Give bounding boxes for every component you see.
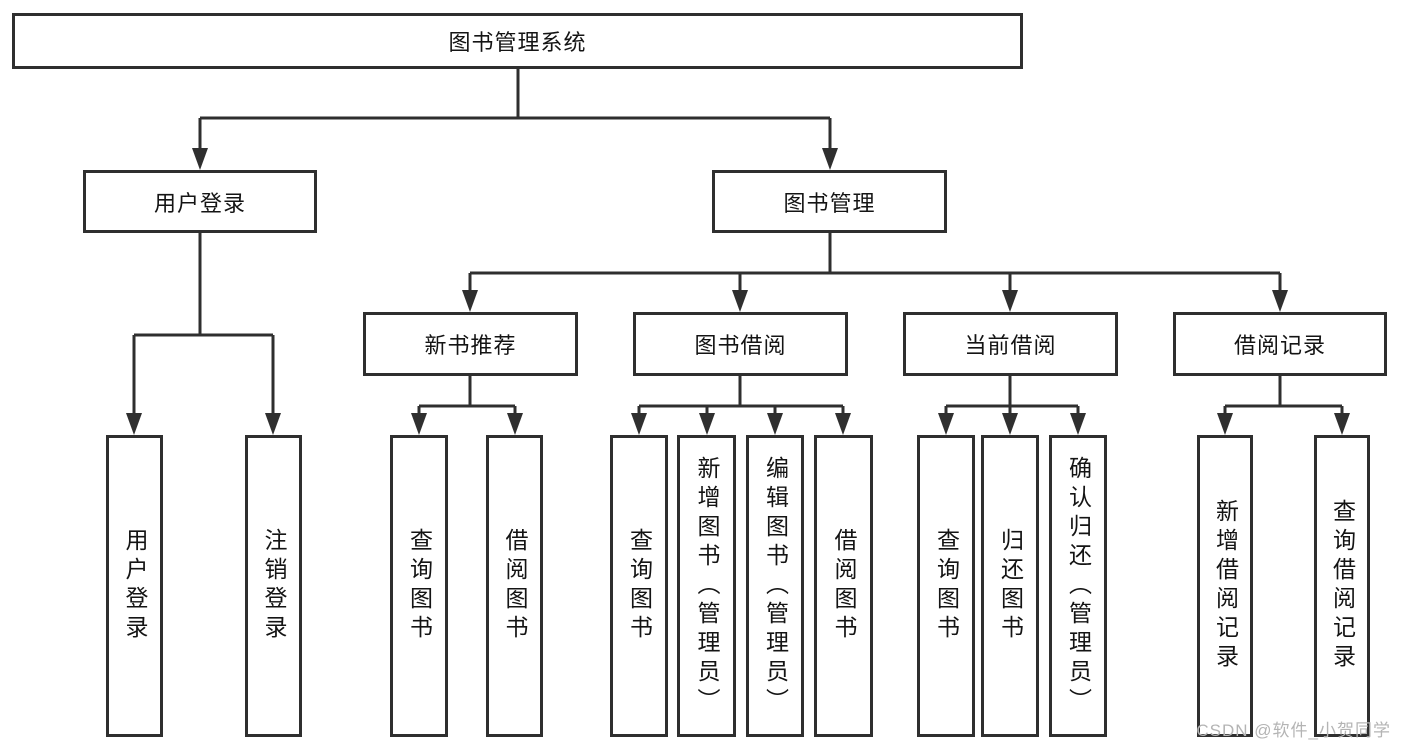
node-root-system: 图书管理系统 — [12, 13, 1023, 69]
leaf-add-books-admin: 新增图书（管理员） — [677, 435, 736, 737]
leaf-query-books-borrow: 查询图书 — [610, 435, 668, 737]
leaf-borrow-books: 借阅图书 — [814, 435, 873, 737]
leaf-query-books-recommend: 查询图书 — [390, 435, 448, 737]
leaf-confirm-return-admin: 确认归还（管理员） — [1049, 435, 1107, 737]
leaf-add-borrow-record: 新增借阅记录 — [1197, 435, 1253, 737]
leaf-borrow-books-recommend: 借阅图书 — [486, 435, 543, 737]
node-book-management: 图书管理 — [712, 170, 947, 233]
leaf-return-books: 归还图书 — [981, 435, 1039, 737]
leaf-query-books-current: 查询图书 — [917, 435, 975, 737]
node-user-login: 用户登录 — [83, 170, 317, 233]
leaf-logout: 注销登录 — [245, 435, 302, 737]
leaf-edit-books-admin: 编辑图书（管理员） — [746, 435, 804, 737]
node-new-book-recommend: 新书推荐 — [363, 312, 578, 376]
node-borrow-records: 借阅记录 — [1173, 312, 1387, 376]
csdn-watermark: CSDN @软件_小贺同学 — [1196, 721, 1391, 740]
node-current-borrow: 当前借阅 — [903, 312, 1118, 376]
leaf-query-borrow-record: 查询借阅记录 — [1314, 435, 1370, 737]
node-book-borrow: 图书借阅 — [633, 312, 848, 376]
leaf-user-login: 用户登录 — [106, 435, 163, 737]
